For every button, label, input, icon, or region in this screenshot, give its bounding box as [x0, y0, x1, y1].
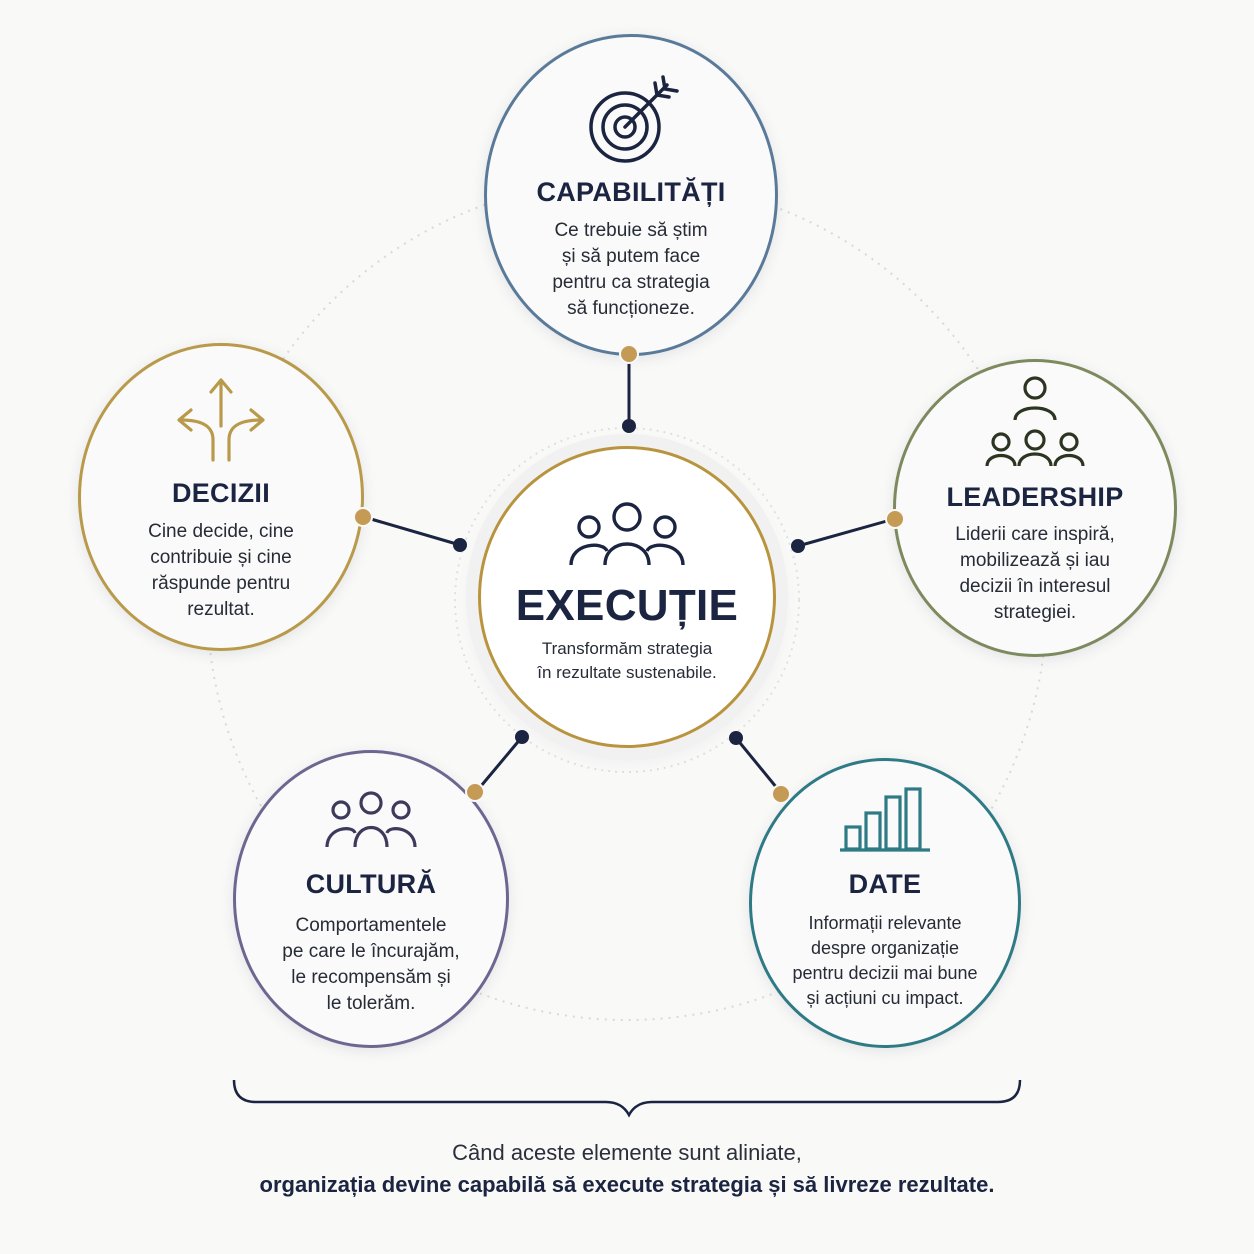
footer-line-2: organizația devine capabilă să execute s…	[259, 1172, 995, 1197]
hierarchy-icon	[985, 376, 1085, 467]
node-description-cultura: Comportamentele pe care le încurajăm, le…	[282, 915, 460, 1014]
node-capabilitati: CAPABILITĂȚI Ce trebuie să știm și să pu…	[484, 34, 778, 356]
connector-cultura	[474, 736, 524, 793]
node-description-leadership: Liderii care inspiră, mobilizează și iau…	[955, 524, 1115, 623]
node-cultura: CULTURĂ Comportamentele pe care le încur…	[233, 750, 509, 1048]
inner-dot-leadership	[791, 539, 805, 553]
node-description-capabilitati: Ce trebuie să știm și să putem face pent…	[552, 220, 710, 319]
node-description-date: Informații relevante despre organizație …	[792, 913, 978, 1008]
node-date: DATE Informații relevante despre organiz…	[749, 758, 1021, 1048]
node-title-leadership: LEADERSHIP	[946, 482, 1124, 512]
center-title: EXECUȚIE	[515, 581, 739, 630]
connector-leadership	[797, 517, 895, 548]
node-title-capabilitati: CAPABILITĂȚI	[536, 177, 726, 207]
center-description: Transformăm strategia în rezultate suste…	[537, 639, 717, 682]
target-icon	[589, 75, 679, 163]
inner-dot-capabilitati	[622, 419, 636, 433]
node-description-decizii: Cine decide, cine contribuie și cine răs…	[148, 521, 294, 620]
group-icon	[325, 791, 417, 848]
node-title-cultura: CULTURĂ	[305, 869, 437, 899]
inner-dot-cultura	[515, 730, 529, 744]
connector-date	[734, 737, 783, 794]
inner-dot-date	[729, 731, 743, 745]
team-icon	[569, 502, 685, 566]
node-leadership: LEADERSHIP Liderii care inspiră, mobiliz…	[893, 359, 1177, 657]
inner-dots	[453, 419, 805, 745]
inner-dot-decizii	[453, 538, 467, 552]
node-title-decizii: DECIZII	[171, 478, 271, 508]
footer-line-1: Când aceste elemente sunt aliniate,	[452, 1140, 802, 1165]
center-execution: EXECUȚIE Transformăm strategia în rezult…	[478, 446, 776, 748]
connector-decizii	[363, 515, 461, 547]
inner-dotted-ring	[454, 427, 800, 773]
split-arrows-icon	[177, 378, 265, 462]
node-decizii: DECIZII Cine decide, cine contribuie și …	[78, 343, 364, 651]
bar-chart-icon	[840, 787, 930, 852]
node-title-date: DATE	[848, 869, 922, 899]
footer-brace	[232, 1079, 1022, 1118]
